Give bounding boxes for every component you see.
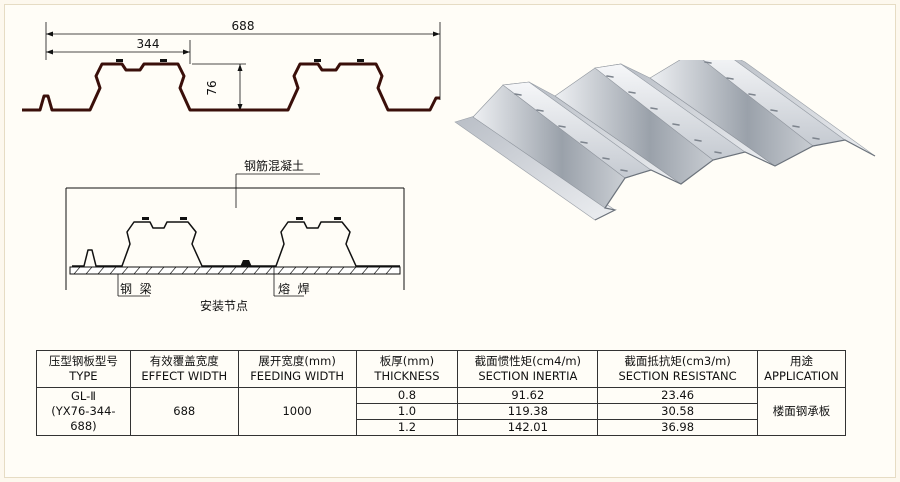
weld-label: 熔 焊 bbox=[278, 281, 310, 296]
application-cell: 楼面钢承板 bbox=[756, 387, 847, 436]
dimension-344-label: 344 bbox=[137, 37, 160, 51]
effect-width-cell: 688 bbox=[129, 387, 239, 436]
header-feeding-width: 展开宽度(mm)FEEDING WIDTH bbox=[237, 350, 357, 388]
deck-perspective-render bbox=[454, 60, 876, 221]
header-thickness: 板厚(mm)THICKNESS bbox=[355, 350, 459, 388]
header-section-resistance: 截面抵抗矩(cm3/m)SECTION RESISTANC bbox=[597, 350, 758, 388]
table-row: 1.2 142.01 36.98 bbox=[37, 419, 846, 436]
table-row: GL-Ⅱ(YX76-344-688) 688 1000 0.8 91.62 23… bbox=[36, 387, 847, 436]
node-deck-profile bbox=[72, 221, 400, 267]
resistance-cell: 30.58 bbox=[597, 403, 758, 420]
table-row: 1.0 119.38 30.58 bbox=[37, 403, 846, 420]
thickness-cell: 0.8 bbox=[355, 387, 459, 404]
dimension-76-label: 76 bbox=[205, 80, 219, 95]
inertia-cell: 91.62 bbox=[457, 387, 599, 404]
installation-node-drawing: 钢筋混凝土 钢 梁 熔 焊 安装节点 bbox=[65, 158, 405, 313]
header-section-inertia: 截面惯性矩(cm4/m)SECTION INERTIA bbox=[457, 350, 599, 388]
steel-beam-flange bbox=[69, 266, 401, 275]
inertia-cell: 142.01 bbox=[457, 419, 599, 436]
resistance-cell: 23.46 bbox=[597, 387, 758, 404]
steel-beam-label: 钢 梁 bbox=[120, 281, 152, 296]
type-cell: GL-Ⅱ(YX76-344-688) bbox=[36, 387, 131, 436]
feeding-width-cell: 1000 bbox=[237, 387, 357, 436]
profile-section-drawing: 688 344 76 bbox=[22, 19, 441, 112]
deck-profile-outline bbox=[22, 62, 440, 112]
resistance-cell: 36.98 bbox=[597, 419, 758, 436]
thickness-cell: 1.0 bbox=[355, 403, 459, 420]
thickness-cell: 1.2 bbox=[355, 419, 459, 436]
inertia-cell: 119.38 bbox=[457, 403, 599, 420]
dimension-688-label: 688 bbox=[232, 19, 255, 33]
installation-node-title: 安装节点 bbox=[200, 298, 248, 313]
concrete-label: 钢筋混凝土 bbox=[244, 158, 304, 173]
